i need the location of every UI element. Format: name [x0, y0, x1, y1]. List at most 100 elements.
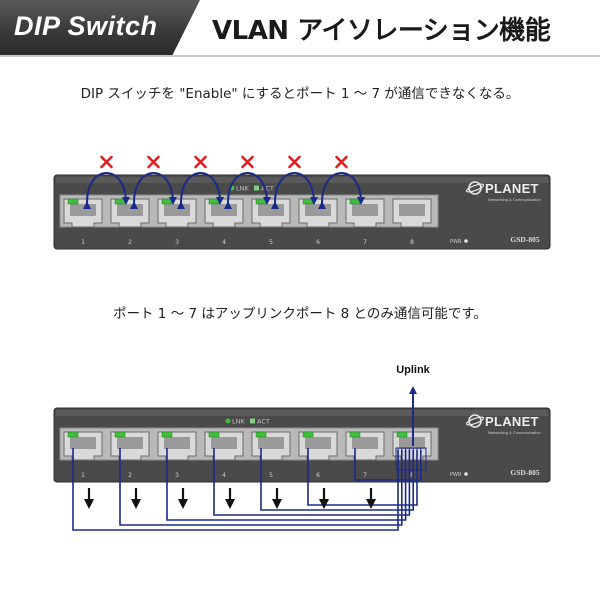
rj45-port-contacts — [211, 204, 237, 216]
led-legend-link: LNK — [236, 185, 249, 193]
port-led — [114, 198, 126, 205]
planet-logo — [465, 181, 485, 195]
blocked-link-arrow — [129, 172, 177, 210]
blocked-cross-mark — [194, 155, 207, 169]
blocked-link-arrow — [223, 172, 271, 210]
led-legend-act-dot — [254, 185, 259, 191]
header-banner: DIP Switch VLAN アイソレーション機能 — [0, 0, 600, 57]
rj45-port — [251, 198, 291, 228]
port-route-line — [307, 448, 418, 506]
rj45-port — [110, 198, 150, 228]
brand-tagline: Networking & Communication — [488, 430, 541, 435]
led-legend-act: ACT — [257, 418, 270, 426]
port-led — [161, 431, 173, 438]
rj45-port — [345, 431, 385, 461]
port-number: 6 — [316, 239, 320, 246]
port-led — [302, 431, 314, 438]
rj45-port-contacts — [70, 437, 96, 449]
port-route-line — [166, 448, 407, 521]
brand-tagline: Networking & Communication — [488, 197, 541, 202]
rj45-port-contacts — [211, 437, 237, 449]
led-legend-act-dot — [250, 418, 255, 424]
port-number: 8 — [410, 239, 414, 246]
caption-enable-note: DIP スイッチを "Enable" にするとポート 1 ～ 7 が通信できなく… — [80, 86, 520, 102]
port8-bundle — [395, 447, 427, 471]
port-led — [208, 198, 220, 205]
port-number: 3 — [175, 472, 179, 479]
rj45-port-contacts — [352, 204, 378, 216]
port-route-line — [72, 448, 399, 531]
port-number: 5 — [269, 239, 273, 246]
model-number: GSD-805 — [510, 235, 539, 244]
rj45-port — [110, 431, 150, 461]
switch-chassis-highlight — [56, 410, 548, 416]
port-led — [114, 431, 126, 438]
pwr-led — [464, 239, 468, 243]
caption-uplink-note: ポート 1 ～ 7 はアップリンクポート 8 とのみ通信可能です。 — [112, 306, 488, 322]
port-number: 7 — [363, 472, 367, 479]
rj45-port-contacts — [352, 437, 378, 449]
rj45-port-contacts — [305, 437, 331, 449]
port-led — [255, 431, 267, 438]
port-number: 2 — [128, 239, 132, 246]
rj45-port — [63, 431, 103, 461]
switch-chassis-highlight — [56, 177, 548, 183]
blocked-cross-mark — [241, 155, 254, 169]
port-number: 4 — [222, 472, 226, 479]
header-right-title: VLAN アイソレーション機能 — [212, 16, 551, 46]
pwr-led — [464, 472, 468, 476]
blocked-link-arrow — [82, 172, 130, 210]
port-number: 4 — [222, 239, 226, 246]
uplink-label: Uplink — [396, 364, 430, 376]
pwr-label: PWR — [450, 472, 462, 478]
port-led — [349, 198, 361, 205]
rj45-port — [345, 198, 385, 228]
port-led — [255, 198, 267, 205]
port-led — [208, 431, 220, 438]
led-legend-act: ACT — [261, 185, 274, 193]
blocked-link-arrow — [317, 172, 365, 210]
brand-name: PLANET — [485, 181, 539, 196]
rj45-port — [63, 198, 103, 228]
port-number: 1 — [81, 239, 85, 246]
rj45-port — [251, 431, 291, 461]
blocked-cross-mark — [335, 155, 348, 169]
rj45-port — [298, 431, 338, 461]
port-led — [349, 431, 361, 438]
header-divider — [0, 55, 600, 57]
planet-logo-orbit — [465, 416, 485, 426]
port-number: 8 — [410, 472, 414, 479]
rj45-port-contacts — [117, 437, 143, 449]
rj45-port-contacts — [305, 204, 331, 216]
brand-name: PLANET — [485, 414, 539, 429]
rj45-port — [298, 198, 338, 228]
blocked-cross-mark — [288, 155, 301, 169]
port-led — [161, 198, 173, 205]
port-led — [302, 198, 314, 205]
rj45-port — [204, 198, 244, 228]
port-led — [396, 431, 408, 438]
port-number: 3 — [175, 239, 179, 246]
port-led — [67, 198, 79, 205]
blocked-cross-mark — [100, 155, 113, 169]
port-route-line — [213, 448, 411, 516]
port-number: 2 — [128, 472, 132, 479]
blocked-cross-mark — [147, 155, 160, 169]
pwr-label: PWR — [450, 239, 462, 245]
port-number: 7 — [363, 239, 367, 246]
rj45-port-contacts — [399, 204, 425, 216]
blocked-link-arrow — [176, 172, 224, 210]
uplink-paths: Uplink — [72, 364, 431, 531]
header-left-block — [0, 0, 200, 56]
planet-logo-orbit — [465, 183, 485, 193]
rj45-port — [204, 431, 244, 461]
port-led — [67, 431, 79, 438]
port-number: 5 — [269, 472, 273, 479]
rj45-port — [392, 198, 432, 228]
rj45-port-contacts — [258, 437, 284, 449]
rj45-port-contacts — [70, 204, 96, 216]
planet-logo — [465, 414, 485, 428]
